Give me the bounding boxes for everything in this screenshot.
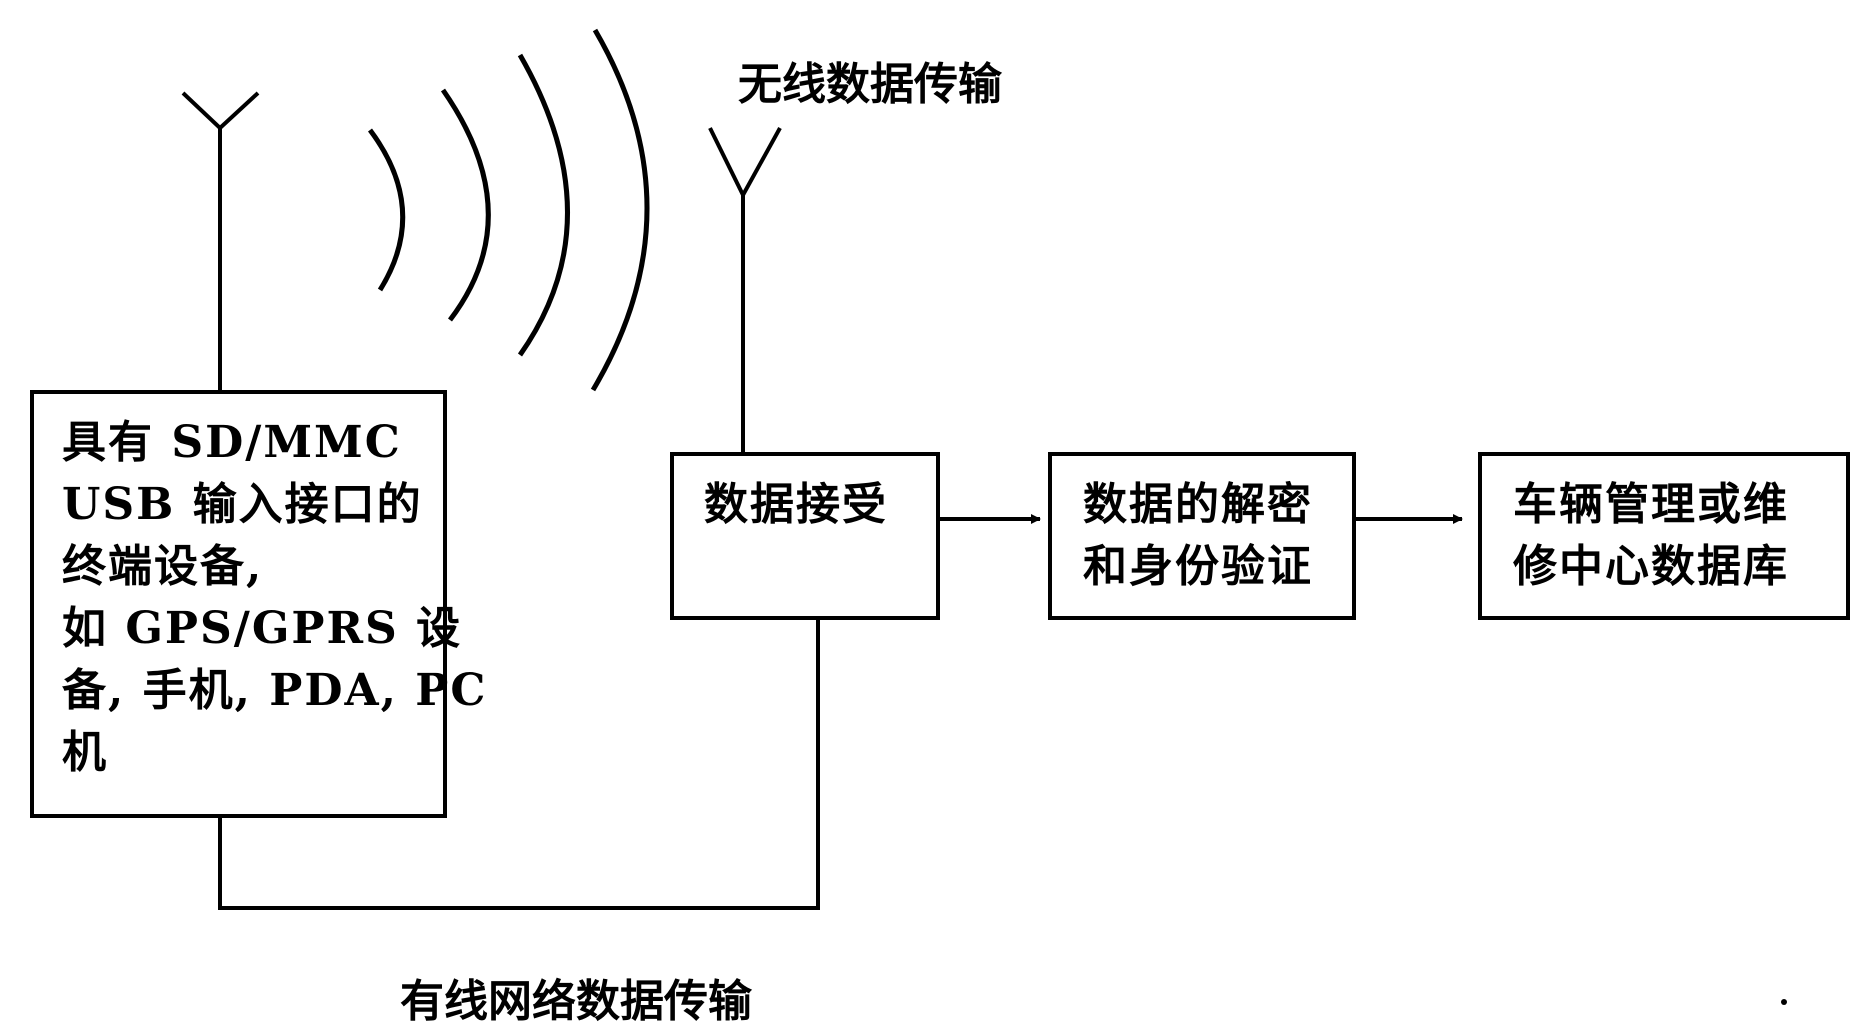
data-receiver-text: 数据接受: [704, 474, 888, 536]
decrypt-line-1: 数据的解密: [1083, 479, 1313, 530]
terminal-line-4: 如 GPS/GPRS 设: [62, 603, 463, 654]
vehicle-database-text: 车辆管理或维 修中心数据库: [1513, 474, 1789, 598]
terminal-line-2: USB 输入接口的: [62, 479, 423, 530]
terminal-line-1: 具有 SD/MMC: [62, 417, 402, 468]
decrypt-auth-box: [1048, 452, 1356, 620]
terminal-device-text: 具有 SD/MMC USB 输入接口的 终端设备, 如 GPS/GPRS 设 备…: [62, 412, 487, 784]
terminal-line-5: 备, 手机, PDA, PC: [62, 665, 488, 716]
wireless-waves-icon: [367, 28, 650, 392]
data-receiver-box: [670, 452, 940, 620]
database-line-1: 车辆管理或维: [1513, 479, 1789, 530]
left-antenna-icon: [181, 91, 260, 392]
decrypt-line-2: 和身份验证: [1083, 541, 1313, 592]
wired-connection-line: [218, 617, 820, 910]
decrypt-auth-text: 数据的解密 和身份验证: [1083, 474, 1313, 598]
wireless-transmission-label: 无线数据传输: [738, 59, 1002, 110]
database-line-2: 修中心数据库: [1513, 541, 1789, 592]
receiver-line-1: 数据接受: [704, 479, 888, 530]
terminal-line-3: 终端设备,: [62, 541, 264, 592]
stray-dot: [1781, 999, 1787, 1005]
terminal-line-6: 机: [62, 727, 108, 778]
vehicle-database-box: [1478, 452, 1850, 620]
right-antenna-icon: [708, 127, 782, 452]
wired-transmission-label: 有线网络数据传输: [400, 976, 752, 1027]
terminal-device-box: [30, 390, 447, 818]
